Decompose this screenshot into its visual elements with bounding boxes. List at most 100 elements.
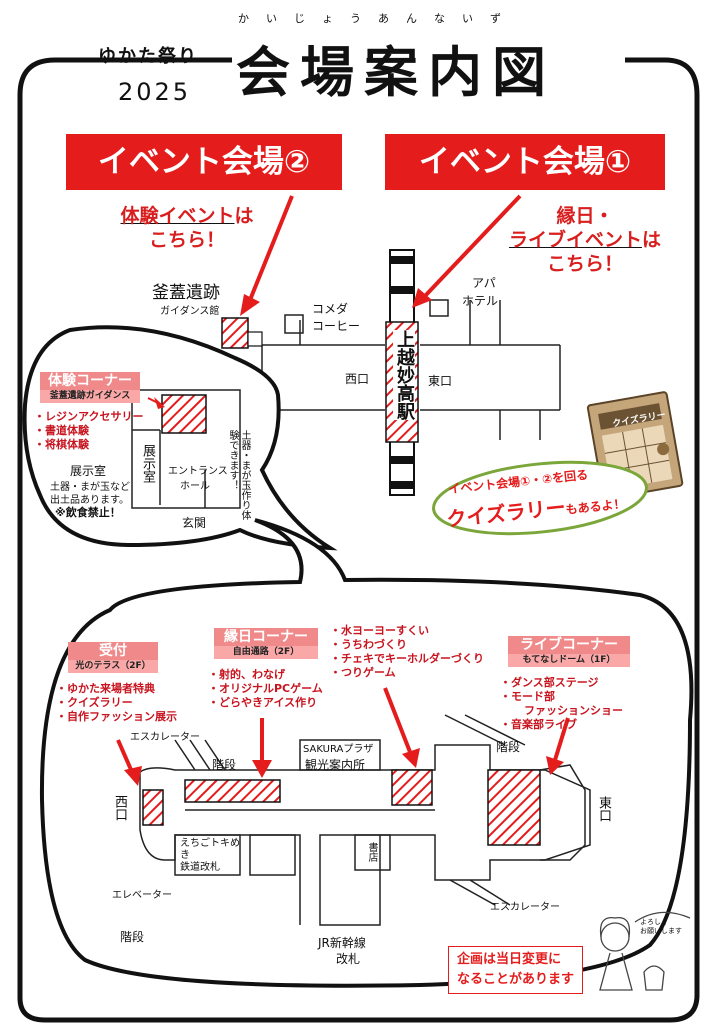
ennichi-subtitle: 自由通路（2F） (214, 646, 318, 659)
festival-year: 2025 (118, 78, 192, 106)
venue2-desc-line1: 体験イベント (120, 205, 235, 227)
apa-label-1: アパ (472, 276, 496, 290)
taiken-corner-title: 体験コーナー (40, 372, 140, 390)
title-ruby: かいじょうあんないず (238, 12, 518, 25)
yoyo-highlight (391, 769, 433, 806)
top-map-roads (261, 299, 561, 440)
echigo-gate-line-2: 鉄道改札 (180, 862, 220, 873)
taiken-item: ・書道体験 (34, 424, 89, 437)
ruins-name: 釜蓋遺跡 (152, 283, 220, 303)
taiken-floorplan (131, 389, 241, 509)
ennichi-more-item: ・うちわづくり (330, 638, 407, 651)
taiken-item: ・将棋体験 (34, 438, 89, 451)
taiken-corner-subtitle: 釜蓋遺跡ガイダンス (40, 390, 140, 403)
ruins-subtitle: ガイダンス館 (160, 306, 220, 317)
stairs-label-1: 階段 (212, 758, 237, 772)
uketsuke-item: ・自作ファッション展示 (56, 710, 177, 723)
floor-east-exit: 東口 (596, 796, 611, 822)
venue1-desc-line3: こちら！ (546, 253, 623, 275)
venue2-desc-line2: こちら！ (148, 229, 225, 251)
schedule-note-line-2: なることがあります (457, 972, 575, 987)
ennichi-item: ・オリジナルPCゲーム (208, 682, 323, 695)
station-name: 上越妙高駅 (393, 330, 415, 420)
elevator-label: エレベーター (112, 890, 172, 901)
ennichi-more-item: ・つりゲーム (330, 666, 396, 679)
no-eating-note: ※飲食禁止！ (55, 506, 121, 519)
venue2-desc-suffix: は (234, 205, 254, 227)
ennichi-title: 縁日コーナー (214, 628, 318, 646)
entrance-hall-label-1: エントランス (168, 466, 228, 477)
ennichi-highlight (184, 779, 281, 803)
uketsuke-highlight (142, 789, 164, 826)
exhibit-heading: 展示室 (70, 464, 107, 478)
banner-venue-2: イベント会場② (66, 134, 342, 190)
taiken-items: ・レジンアクセサリー ・書道体験 ・将棋体験 (34, 410, 143, 452)
ennichi-more-items: ・水ヨーヨーすくい ・うちわづくり ・チェキでキーホルダーづくり ・つりゲーム (330, 624, 484, 680)
uketsuke-items: ・ゆかた来場者特典 ・クイズラリー ・自作ファッション展示 (56, 682, 177, 724)
taiken-item: ・レジンアクセサリー (34, 410, 144, 423)
uketsuke-item: ・ゆかた来場者特典 (56, 682, 155, 695)
live-item: ・ダンス部ステージ (500, 676, 599, 689)
page-title: 会場案内図 (236, 41, 556, 104)
live-title: ライブコーナー (508, 636, 630, 654)
floor-west-exit: 西口 (112, 795, 127, 821)
venue1-desc-line2: ライブイベント (508, 229, 642, 251)
shinkansen-gate-label-1: JR新幹線 (318, 936, 366, 950)
greeting-bubble: よろしく お願いします (640, 918, 682, 936)
live-item: ・音楽部ライブ (500, 718, 577, 731)
tourist-info-label: 観光案内所 (305, 758, 366, 772)
top-arrows (240, 194, 522, 316)
live-subtitle: もてなしドーム（1F） (508, 654, 630, 667)
entrance-label: 玄関 (182, 516, 207, 530)
exhibit-note-1: 土器・まが玉など (50, 482, 130, 493)
escalator-label-2: エスカレーター (490, 902, 560, 913)
exhibit-room-label: 展示室 (140, 444, 155, 483)
schedule-note-line-1: 企画は当日変更に (457, 952, 562, 967)
quiz-line-2-suffix: もあるよ！ (564, 496, 627, 517)
west-exit-label: 西口 (345, 372, 370, 386)
schedule-change-note: 企画は当日変更に なることがあります (448, 946, 584, 994)
live-item: ファッションショー (524, 704, 623, 717)
venue1-description: 縁日・ ライブイベントは こちら！ (490, 204, 680, 276)
venue1-desc-suffix: は (642, 229, 662, 251)
uketsuke-subtitle: 光のテラス（2F） (68, 660, 158, 673)
page-frame (17, 57, 700, 1023)
ruins-highlight (221, 317, 249, 349)
character-illustration (599, 911, 691, 991)
bookstore-label: 書店 (366, 842, 377, 862)
ennichi-item: ・どらやきアイス作り (208, 696, 318, 709)
uketsuke-item: ・クイズラリー (56, 696, 133, 709)
shinkansen-gate-label-2: 改札 (336, 952, 361, 966)
stairs-label-2: 階段 (496, 740, 521, 754)
ennichi-more-item: ・水ヨーヨーすくい (330, 624, 429, 637)
ennichi-item: ・射的、わなげ (208, 668, 285, 681)
entrance-hall-label-2: ホール (180, 481, 210, 492)
festival-name: ゆかた祭り (98, 46, 198, 67)
komeda-label-1: コメダ (312, 302, 349, 316)
quiz-ellipse (432, 460, 648, 536)
exhibit-note-2: 出土品あります。 (50, 495, 129, 506)
escalator-label-1: エスカレーター (130, 732, 200, 743)
craft-label: 土器・まが玉作り体験できます！ (227, 430, 250, 520)
live-items: ・ダンス部ステージ ・モード部 ファッションショー ・音楽部ライブ (500, 676, 623, 732)
uketsuke-title: 受付 (68, 642, 158, 660)
venue2-description: 体験イベントは こちら！ (92, 204, 282, 252)
live-item: ・モード部 (500, 690, 555, 703)
live-highlight (487, 769, 541, 846)
greeting-line-2: お願いします (640, 927, 682, 935)
ennichi-items: ・射的、わなげ ・オリジナルPCゲーム ・どらやきアイス作り (208, 668, 323, 710)
greeting-line-1: よろしく (640, 918, 668, 926)
echigo-gate-label: えちごトキめき 鉄道改札 (180, 838, 240, 874)
east-exit-label: 東口 (428, 374, 453, 388)
banner-venue-1: イベント会場① (385, 134, 665, 190)
taiken-highlight (161, 394, 207, 434)
floor-arrows (116, 687, 570, 786)
sakura-plaza-label: SAKURAプラザ (303, 744, 374, 755)
floor-plan (139, 714, 591, 926)
komeda-label-2: コーヒー (312, 319, 361, 333)
ennichi-more-item: ・チェキでキーホルダーづくり (330, 652, 484, 665)
venue1-desc-line1: 縁日・ (556, 205, 614, 227)
apa-label-2: ホテル (462, 294, 499, 308)
echigo-gate-line-1: えちごトキめき (180, 838, 240, 861)
stairs-label-3: 階段 (120, 930, 145, 944)
